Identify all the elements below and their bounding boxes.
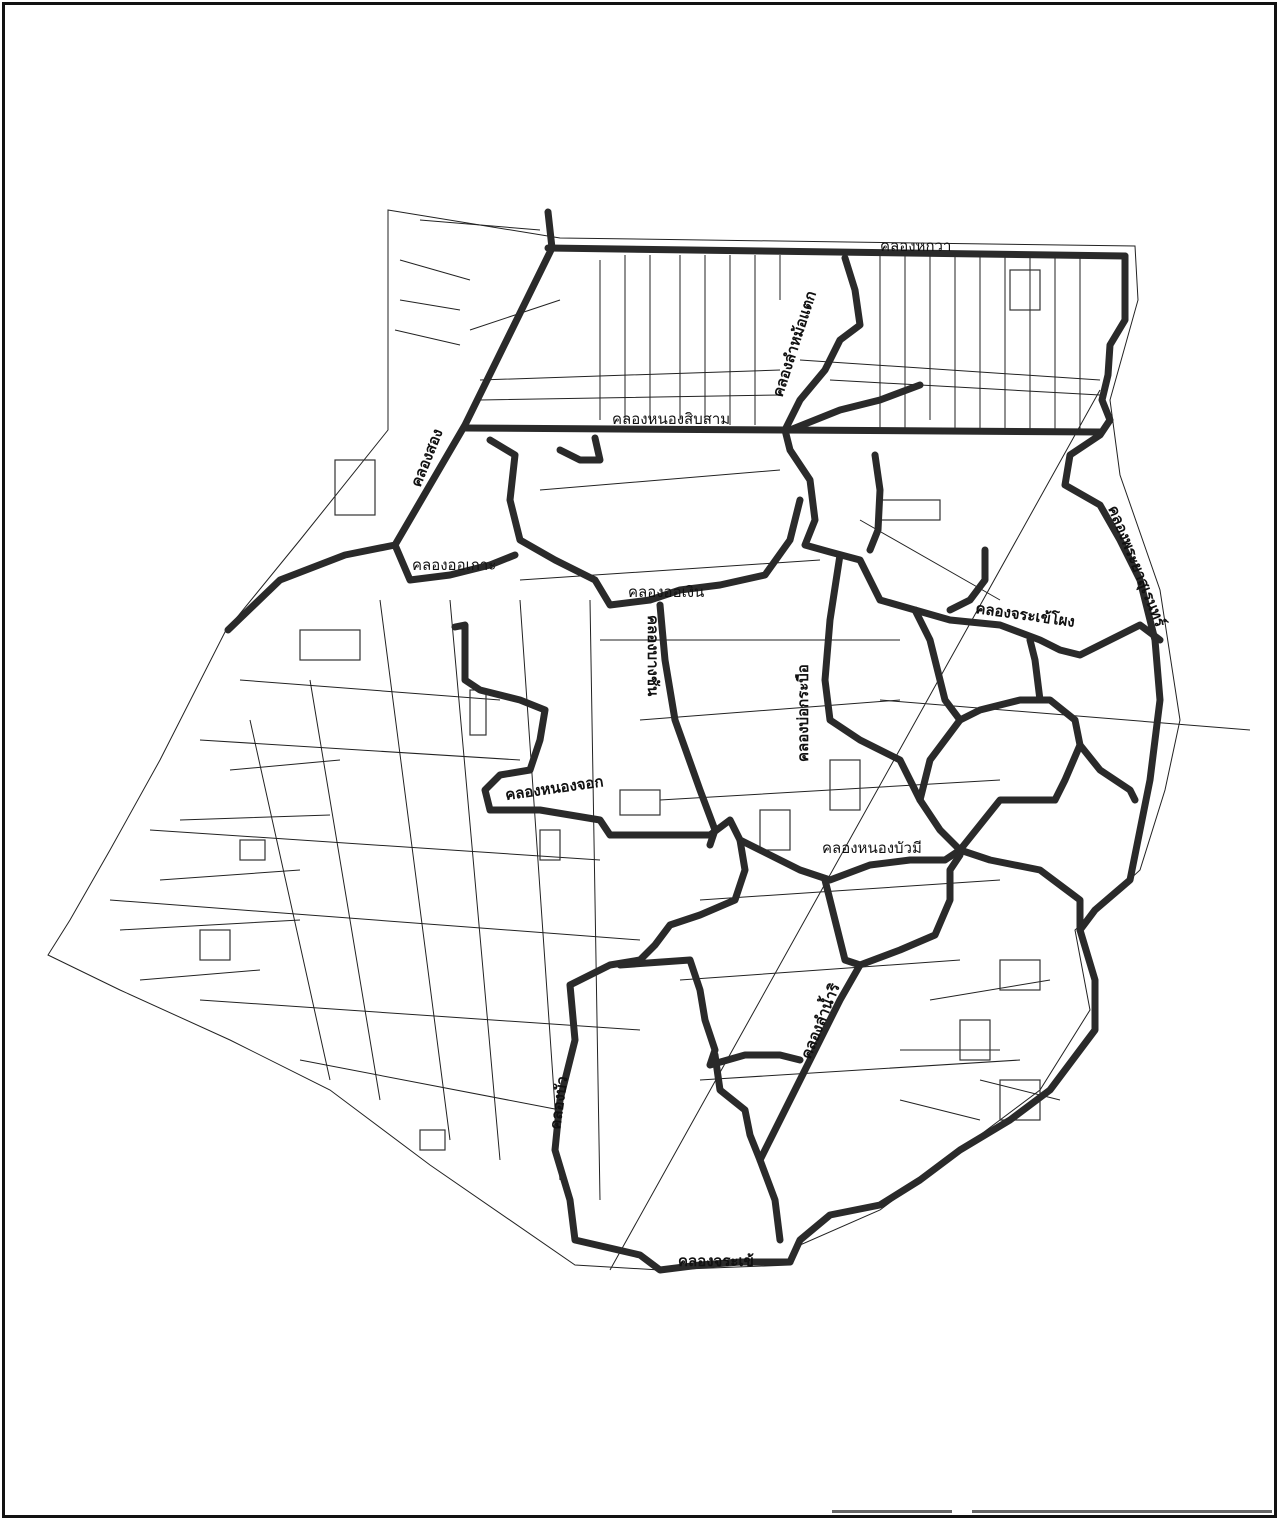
canal-o-ko [486, 436, 804, 609]
label-khlong-hok-wa: คลองหกวา [880, 237, 951, 255]
canal-song [224, 208, 556, 634]
label-khlong-nong-sip-sam: คลองหนองสิบสาม [612, 410, 730, 428]
canal-o-ko-west [391, 541, 519, 584]
canal-lam-nam-ri [756, 851, 964, 1244]
canal-branch-ne [786, 381, 924, 434]
district-boundary [47, 209, 1181, 1271]
canal-lam-mo-kaet [781, 254, 919, 614]
canal-inner-ring [916, 636, 1084, 854]
canal-stub-north [556, 434, 604, 464]
canal-stub-east [946, 546, 989, 614]
parcel-lines [109, 219, 1251, 1271]
canal-nong-chok [451, 621, 964, 884]
label-khlong-chorakhe: คลองจระเข้ [678, 1252, 754, 1270]
label-khlong-bo-krabue: คลองบ่อกระบือ [794, 664, 812, 762]
canal-bua-east [616, 956, 804, 1069]
canal-south-main [551, 836, 794, 1274]
label-khlong-song: คลองสอง [407, 426, 447, 489]
canal-chorakhe-phong [911, 606, 1164, 659]
label-khlong-nong-chok: คลองหนองจอก [504, 772, 604, 804]
canal-inner-loop [911, 606, 1139, 804]
canal-hok-wa [544, 244, 1129, 260]
canal-east-edge [786, 252, 1164, 1266]
canal-bo-krabue [866, 451, 884, 554]
canal-bua-loop [711, 1051, 764, 1164]
label-khlong-o-ngoen: คลองออเงิน [628, 583, 704, 601]
building-blocks [199, 269, 1041, 1151]
label-khlong-bua: คลองบัว [546, 1075, 571, 1130]
label-khlong-bang-chan: คลองบางชัน [644, 615, 662, 697]
label-khlong-o-ko: คลองออเกาะ [412, 556, 496, 574]
scale-bar-fragment [832, 1510, 1272, 1516]
canal-network [224, 208, 1164, 1274]
label-khlong-nong-bua-mi: คลองหนองบัวมี [822, 839, 922, 857]
canal-o-ngoen-south [656, 601, 719, 849]
